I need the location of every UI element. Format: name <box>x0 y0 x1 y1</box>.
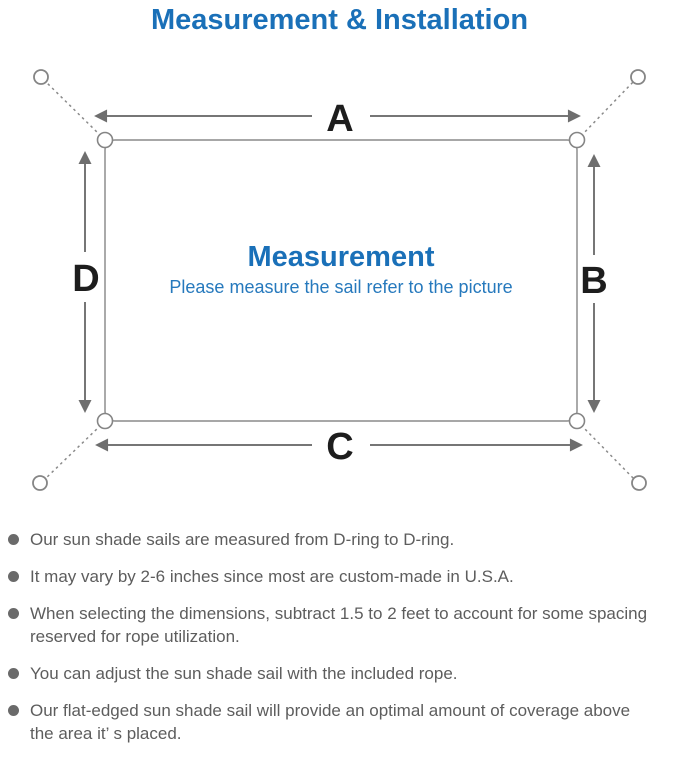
bullet-icon <box>8 668 19 679</box>
notes-list: Our sun shade sails are measured from D-… <box>8 528 672 759</box>
note-text: It may vary by 2-6 inches since most are… <box>30 567 514 586</box>
rope-line-top-left <box>43 79 102 137</box>
note-text: Our sun shade sails are measured from D-… <box>30 530 455 549</box>
list-item: When selecting the dimensions, subtract … <box>8 602 672 648</box>
bullet-icon <box>8 571 19 582</box>
diagram-center-title: Measurement <box>248 241 435 273</box>
d-ring-top-right <box>568 131 586 149</box>
diagram-center-subtitle: Please measure the sail refer to the pic… <box>169 277 512 297</box>
bullet-icon <box>8 534 19 545</box>
anchor-point-bottom-right <box>631 475 647 491</box>
dimension-label-c: C <box>326 426 353 468</box>
bullet-icon <box>8 608 19 619</box>
note-text: You can adjust the sun shade sail with t… <box>30 664 458 683</box>
rope-line-bottom-right <box>580 424 636 481</box>
rope-line-bottom-left <box>43 424 102 481</box>
list-item: Our flat-edged sun shade sail will provi… <box>8 699 672 745</box>
list-item: It may vary by 2-6 inches since most are… <box>8 565 672 588</box>
note-text: When selecting the dimensions, subtract … <box>30 604 648 646</box>
dimension-label-a: A <box>326 98 353 140</box>
page-title: Measurement & Installation <box>150 4 529 36</box>
d-ring-top-left <box>96 131 114 149</box>
note-text: Our flat-edged sun shade sail will provi… <box>30 701 631 743</box>
sail-outline <box>104 139 578 422</box>
rope-line-top-right <box>580 79 636 137</box>
anchor-point-bottom-left <box>32 475 48 491</box>
d-ring-bottom-right <box>568 412 586 430</box>
anchor-point-top-right <box>630 69 646 85</box>
d-ring-bottom-left <box>96 412 114 430</box>
list-item: You can adjust the sun shade sail with t… <box>8 662 672 685</box>
dimension-label-b: B <box>580 260 607 302</box>
measurement-diagram: A D B C Measurement Please measure the s… <box>32 69 647 491</box>
dimension-label-d: D <box>72 258 99 300</box>
anchor-point-top-left <box>33 69 49 85</box>
bullet-icon <box>8 705 19 716</box>
list-item: Our sun shade sails are measured from D-… <box>8 528 672 551</box>
